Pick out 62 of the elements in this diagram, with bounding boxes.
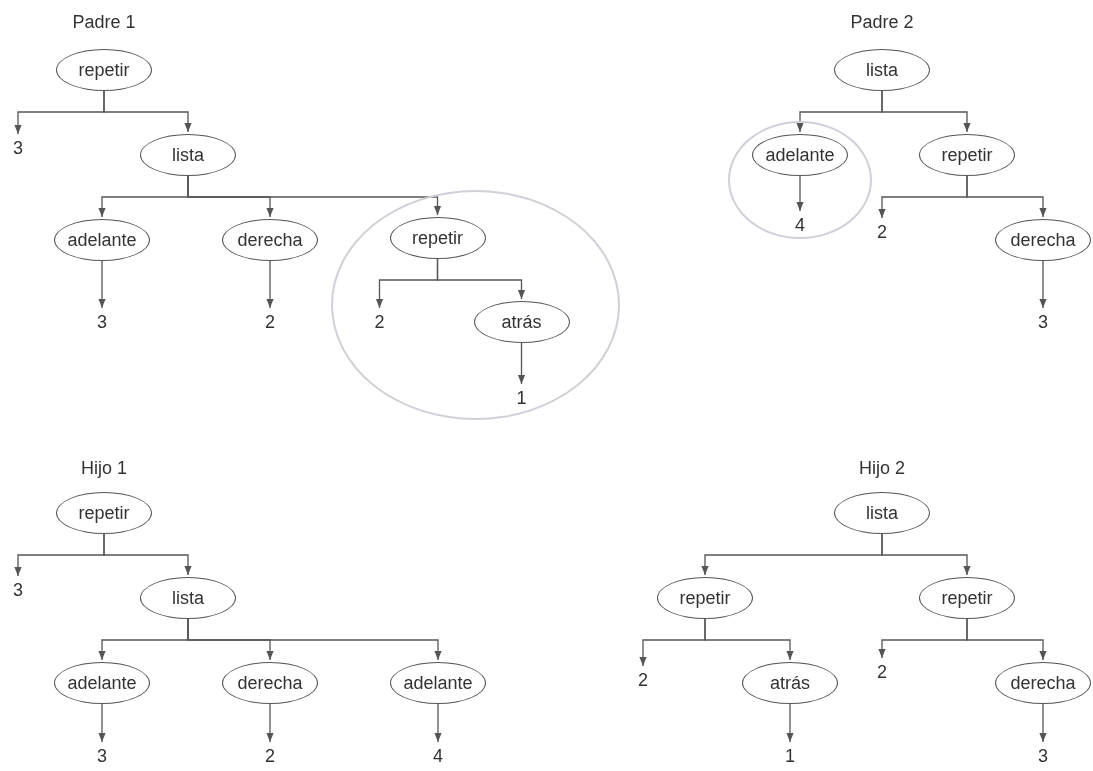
number-label: 2 <box>259 744 281 768</box>
arrow <box>103 90 192 133</box>
number-label: 1 <box>510 386 533 410</box>
ellipse-node: repetir <box>657 577 753 619</box>
tree-title: Hijo 2 <box>859 458 905 479</box>
arrow <box>103 533 192 576</box>
number-label: 2 <box>259 310 281 334</box>
number-label: 2 <box>871 220 893 244</box>
arrow <box>966 175 1047 218</box>
arrow <box>187 618 442 661</box>
tree-title: Hijo 1 <box>81 458 127 479</box>
number-label: 3 <box>91 310 113 334</box>
ellipse-node: repetir <box>56 49 152 91</box>
ellipse-node: lista <box>834 492 930 534</box>
tree-title: Padre 1 <box>72 12 136 33</box>
ellipse-node: derecha <box>222 662 318 704</box>
ellipse-node: repetir <box>919 577 1015 619</box>
arrow <box>881 533 971 576</box>
number-label: 3 <box>1032 310 1054 334</box>
ellipse-node: lista <box>140 577 236 619</box>
number-label: 2 <box>871 660 893 684</box>
arrow <box>266 260 274 309</box>
number-label: 3 <box>91 744 113 768</box>
ellipse-node: derecha <box>995 662 1091 704</box>
number-label: 4 <box>789 213 811 237</box>
arrow <box>704 618 794 661</box>
ellipse-node: derecha <box>222 219 318 261</box>
ellipse-node: repetir <box>389 217 486 259</box>
ellipse-node: derecha <box>995 219 1091 261</box>
arrow <box>434 703 442 743</box>
ellipse-node: repetir <box>56 492 152 534</box>
tree-title: Padre 2 <box>850 12 914 33</box>
number-label: 3 <box>1032 744 1054 768</box>
arrow <box>966 618 1047 661</box>
ellipse-node: adelante <box>390 662 486 704</box>
arrow <box>796 175 804 212</box>
arrow <box>98 703 106 743</box>
arrow <box>1039 703 1047 743</box>
arrow <box>786 703 794 743</box>
highlight-circle <box>728 121 872 239</box>
number-label: 2 <box>368 310 391 334</box>
arrow <box>187 175 442 216</box>
ellipse-node: adelante <box>54 219 150 261</box>
number-label: 3 <box>7 136 29 160</box>
number-label: 2 <box>632 668 654 692</box>
arrow <box>436 258 526 300</box>
ellipse-node: lista <box>140 134 236 176</box>
arrow <box>98 260 106 309</box>
number-label: 4 <box>427 744 449 768</box>
arrow <box>266 703 274 743</box>
ellipse-node: atrás <box>473 301 570 343</box>
number-label: 3 <box>7 578 29 602</box>
number-label: 1 <box>779 744 801 768</box>
ellipse-node: lista <box>834 49 930 91</box>
ellipse-node: adelante <box>752 134 848 176</box>
arrow <box>517 342 526 385</box>
arrow <box>881 90 971 133</box>
ellipse-node: adelante <box>54 662 150 704</box>
arrow <box>1039 260 1047 309</box>
ellipse-node: atrás <box>742 662 838 704</box>
highlight-circle <box>330 190 620 420</box>
ellipse-node: repetir <box>919 134 1015 176</box>
